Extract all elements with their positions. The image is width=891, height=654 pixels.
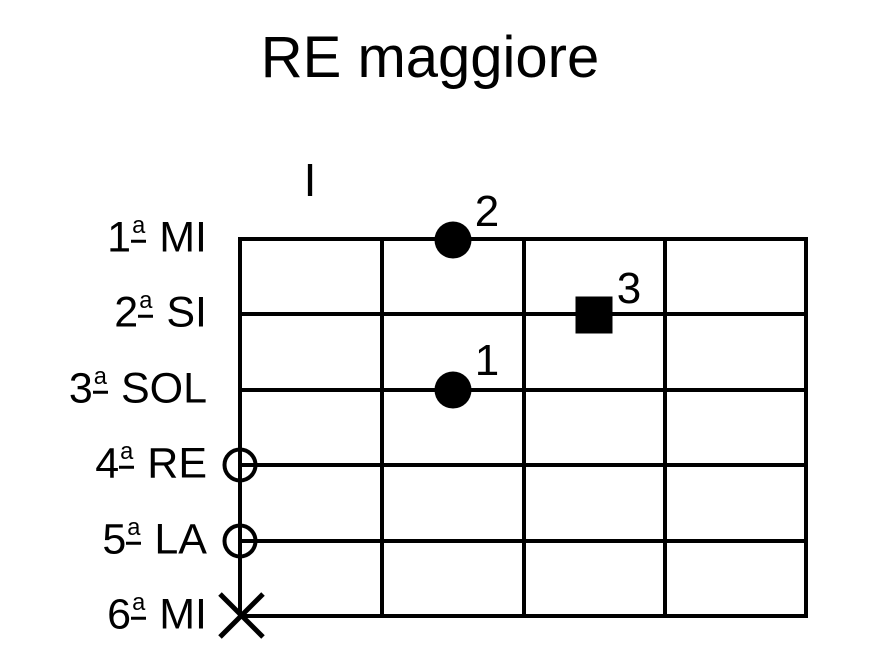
string-ordinal: a (131, 214, 147, 243)
string-number: 2 (114, 288, 139, 337)
string-number: 6 (107, 590, 132, 639)
string-label-6: 6a MI (107, 590, 207, 639)
chord-title: RE maggiore (260, 25, 600, 90)
string-label-5: 5a LA (102, 515, 207, 564)
string-label-2: 2a SI (114, 288, 207, 337)
string-label-3: 3a SOL (68, 364, 207, 413)
string-note: SI (166, 288, 207, 337)
string-ordinal: a (131, 591, 147, 620)
string-ordinal: a (92, 365, 108, 394)
string-number: 4 (95, 439, 120, 488)
open-string-circle-5 (222, 523, 258, 559)
finger-number-string3: 1 (474, 336, 500, 385)
position-marker-label: I (303, 154, 317, 206)
string-number: 1 (107, 213, 132, 262)
finger-number-string1: 2 (474, 187, 500, 236)
finger-square-string2-fret3 (575, 296, 613, 334)
string-note: RE (147, 439, 207, 488)
string-ordinal: a (119, 440, 135, 469)
string-ordinal: a (138, 289, 154, 318)
finger-number-string2: 3 (616, 264, 642, 313)
string-note: MI (159, 590, 207, 639)
open-string-circle-4 (222, 447, 258, 483)
muted-string-x (218, 592, 265, 639)
string-number: 5 (102, 515, 127, 564)
string-ordinal: a (126, 516, 142, 545)
string-label-1: 1a MI (107, 213, 207, 262)
string-note: MI (159, 213, 207, 262)
string-label-4: 4a RE (95, 439, 207, 488)
string-number: 3 (68, 364, 93, 413)
finger-dot-string1-fret2 (434, 221, 472, 259)
finger-dot-string3-fret2 (434, 371, 472, 409)
string-note: LA (154, 515, 207, 564)
string-note: SOL (120, 364, 207, 413)
